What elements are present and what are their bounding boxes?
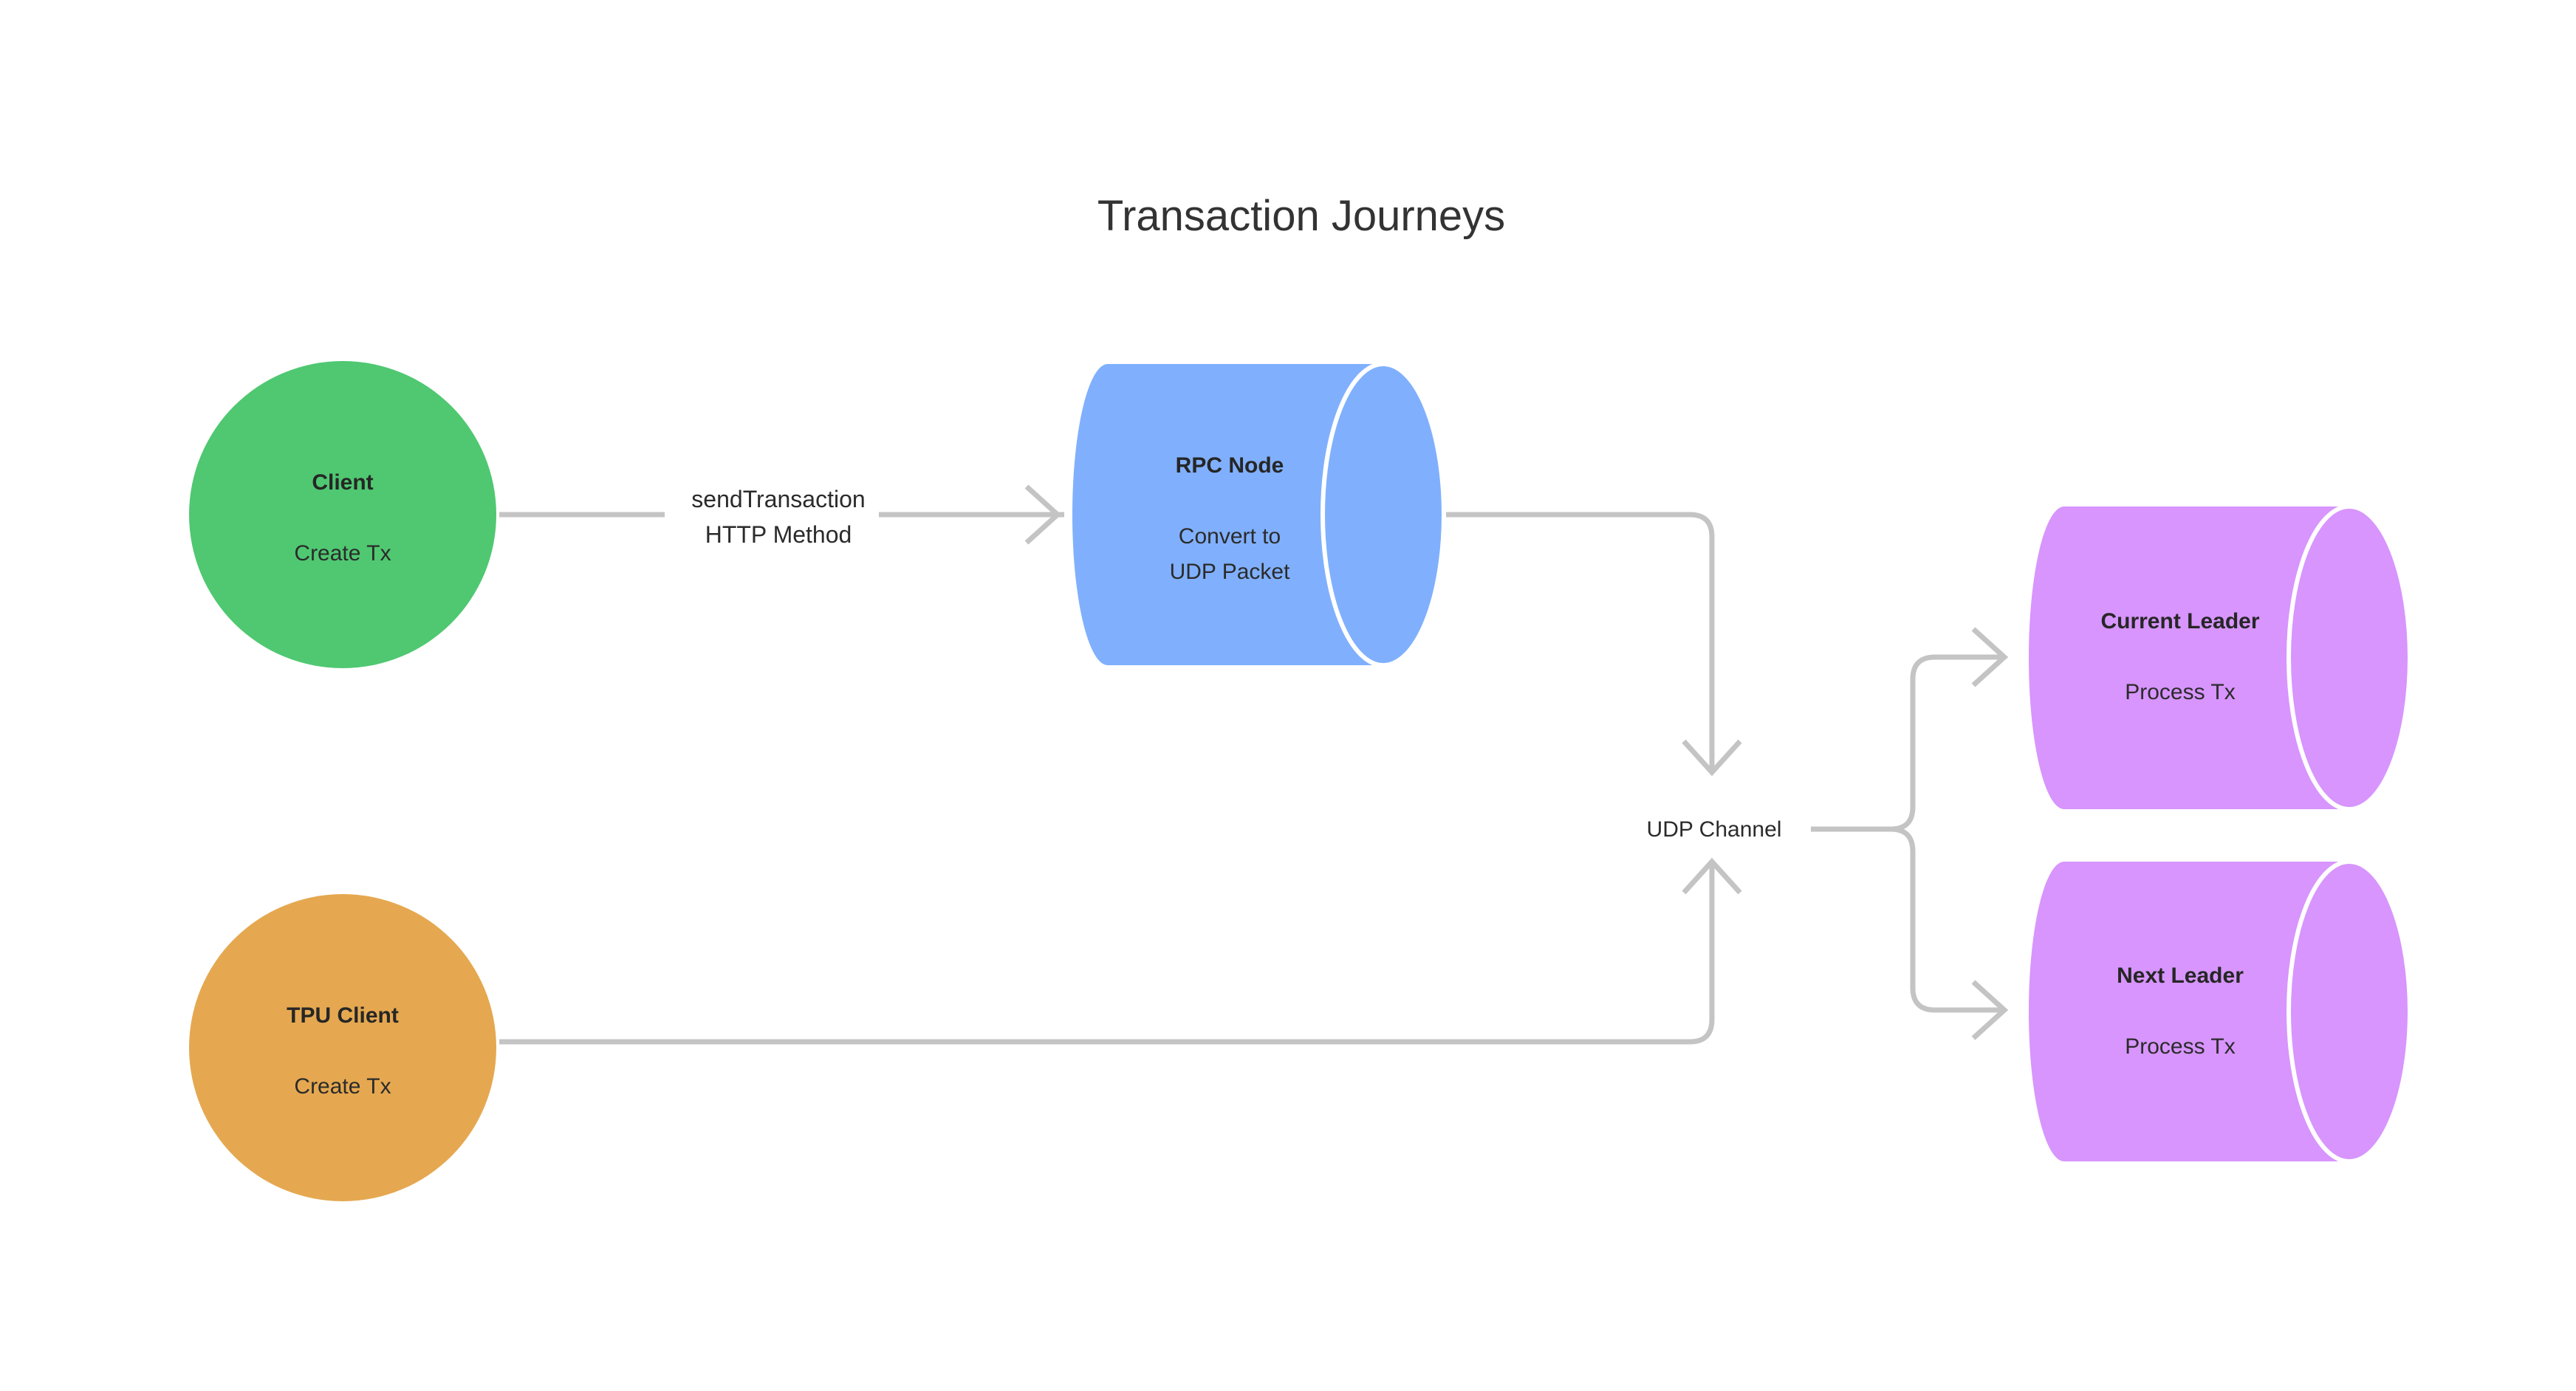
edge-tpu-to-udp	[499, 857, 1742, 1045]
edge-line-udp-to-next-leader	[1811, 826, 2003, 1013]
arrowhead-rpc-to-udp	[1682, 739, 1742, 777]
current-leader-cylinder-body	[2029, 506, 2349, 809]
edge-label-backdrop-client-to-rpc	[665, 476, 879, 557]
node-current-leader[interactable]: Current Leader Process Tx	[2029, 504, 2412, 811]
node-rpc-node[interactable]: RPC Node Convert to UDP Packet	[1072, 362, 1446, 667]
edge-client-to-rpc: sendTransaction HTTP Method	[499, 476, 1064, 557]
client-circle-shape	[189, 361, 496, 668]
edge-udp-to-next-leader	[1811, 826, 2009, 1040]
udp-channel-junction[interactable]: UDP Channel	[1622, 801, 1806, 854]
client-subtitle: Create Tx	[294, 541, 391, 566]
tpu-client-title: TPU Client	[287, 1003, 399, 1028]
next-leader-title: Next Leader	[2117, 964, 2244, 988]
tpu-client-circle-shape	[189, 894, 496, 1201]
arrowhead-tpu-to-udp	[1682, 857, 1742, 895]
next-leader-cylinder-cap	[2286, 859, 2412, 1164]
udp-channel-label: UDP Channel	[1647, 817, 1782, 842]
current-leader-subtitle: Process Tx	[2125, 680, 2236, 704]
rpc-node-cylinder-cap	[1320, 362, 1446, 667]
node-client[interactable]: Client Create Tx	[189, 361, 496, 668]
edge-line-tpu-to-udp	[499, 862, 1715, 1045]
rpc-node-subtitle-line2: UDP Packet	[1170, 560, 1291, 584]
edge-label-client-to-rpc-line2: HTTP Method	[705, 521, 852, 548]
next-leader-subtitle: Process Tx	[2125, 1034, 2236, 1059]
node-next-leader[interactable]: Next Leader Process Tx	[2029, 859, 2412, 1164]
rpc-node-cylinder-body	[1072, 364, 1383, 665]
udp-channel-label-backdrop	[1622, 801, 1806, 854]
current-leader-cylinder-cap	[2286, 504, 2412, 811]
arrowhead-client-to-rpc	[1024, 484, 1062, 545]
client-title: Client	[312, 470, 373, 495]
edge-line-rpc-to-udp	[1446, 512, 1715, 772]
rpc-node-subtitle-line1: Convert to	[1179, 524, 1281, 549]
page-title: Transaction Journeys	[1097, 192, 1505, 240]
edge-udp-to-current-leader	[1811, 627, 2009, 832]
node-tpu-client[interactable]: TPU Client Create Tx	[189, 894, 496, 1201]
arrowhead-udp-to-next-leader	[1971, 980, 2009, 1040]
rpc-node-title: RPC Node	[1176, 453, 1284, 478]
edge-rpc-to-udp	[1446, 512, 1742, 777]
arrowhead-udp-to-current-leader	[1971, 627, 2009, 687]
next-leader-cylinder-body	[2029, 862, 2349, 1161]
current-leader-title: Current Leader	[2100, 609, 2259, 633]
edge-label-client-to-rpc-line1: sendTransaction	[691, 486, 865, 512]
tpu-client-subtitle: Create Tx	[294, 1074, 391, 1099]
